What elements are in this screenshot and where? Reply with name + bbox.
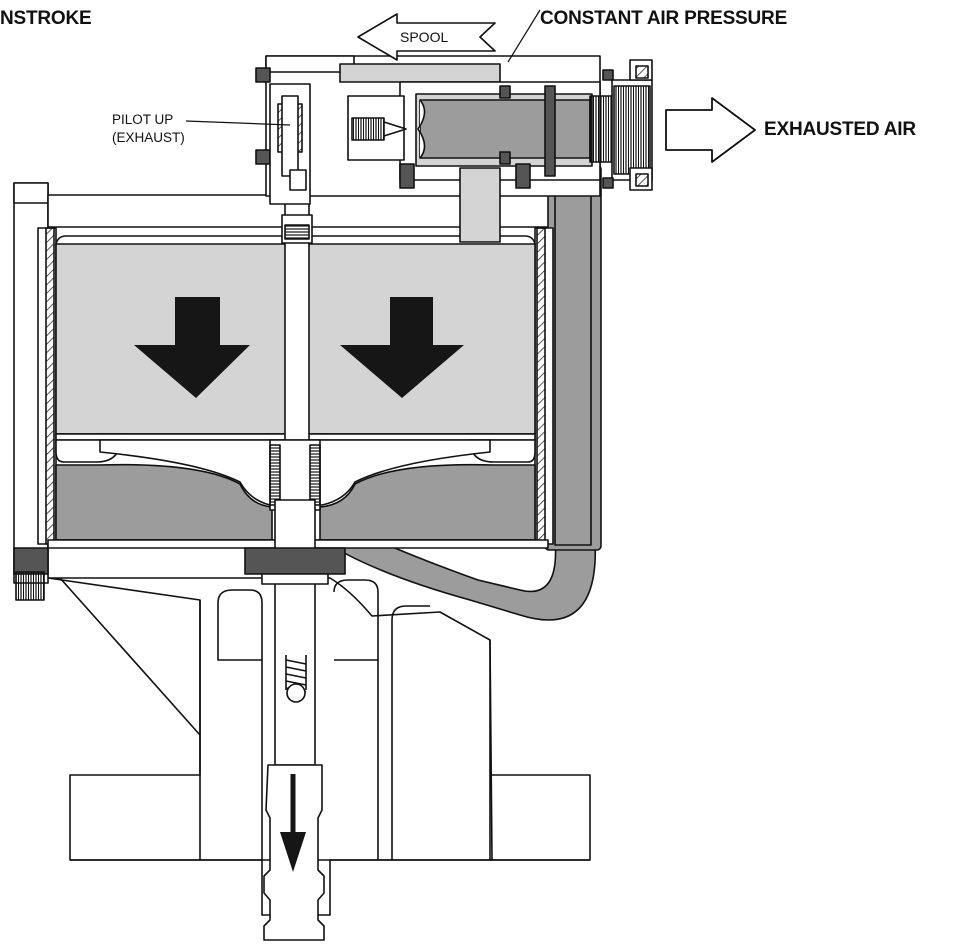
piston-down-arrow-left-icon bbox=[134, 297, 250, 398]
pilot-leader bbox=[185, 120, 291, 126]
piston bbox=[55, 433, 536, 506]
pilot-up-label: PILOT UP bbox=[112, 112, 174, 127]
piston-down-arrow-right-icon bbox=[340, 297, 464, 398]
spool-label: SPOOL bbox=[400, 29, 449, 45]
exhausted-air-label: EXHAUSTED AIR bbox=[764, 119, 916, 140]
constant-air-leader bbox=[507, 9, 541, 63]
pilot-exhaust-label: (EXHAUST) bbox=[112, 130, 185, 145]
constant-air-pressure-label: CONSTANT AIR PRESSURE bbox=[540, 8, 788, 29]
air-valve-block bbox=[255, 55, 653, 243]
diagram-title: NSTROKE bbox=[0, 8, 92, 29]
base-housing bbox=[47, 577, 591, 916]
lower-air-chamber bbox=[55, 463, 273, 541]
rod-down-arrow-icon bbox=[280, 774, 306, 872]
spool-arrow-icon bbox=[357, 13, 496, 61]
exhaust-arrow-icon bbox=[665, 97, 756, 163]
